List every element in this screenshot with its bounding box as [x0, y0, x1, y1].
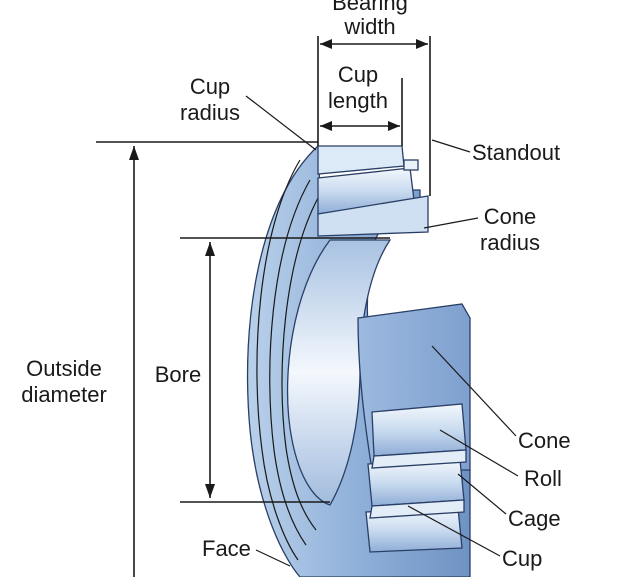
label-cup-length-1: Cup [338, 62, 378, 87]
label-cup-radius-2: radius [180, 100, 240, 125]
ring-rib-2 [269, 179, 311, 546]
label-outside-diameter-1: Outside [26, 356, 102, 381]
bearing-body [246, 144, 471, 577]
cage-top [403, 159, 419, 171]
label-bearing-width-2: width [343, 14, 395, 39]
label-cup-length-2: length [328, 88, 388, 113]
cage-strip-1 [371, 449, 467, 469]
ring-rib-3 [281, 197, 319, 531]
dimension-lines [96, 36, 431, 577]
label-face: Face [202, 536, 251, 561]
label-standout: Standout [472, 140, 560, 165]
label-roll: Roll [524, 466, 562, 491]
leader-lines [245, 95, 519, 567]
label-bearing-width-1: Bearing [332, 0, 408, 15]
label-cup: Cup [502, 546, 542, 571]
cage-strip-2 [369, 499, 465, 519]
label-outside-diameter-2: diameter [21, 382, 107, 407]
labels: Bearing width Cup length Cup radius Stan… [21, 0, 570, 571]
roller-1 [371, 403, 467, 457]
label-cone-radius-1: Cone [484, 204, 537, 229]
cone-section-top [317, 195, 429, 237]
label-cone: Cone [518, 428, 571, 453]
label-cup-radius-1: Cup [190, 74, 230, 99]
label-cone-radius-2: radius [480, 230, 540, 255]
label-bore: Bore [155, 362, 201, 387]
ring-rib-1 [256, 159, 301, 561]
label-cage: Cage [508, 506, 561, 531]
